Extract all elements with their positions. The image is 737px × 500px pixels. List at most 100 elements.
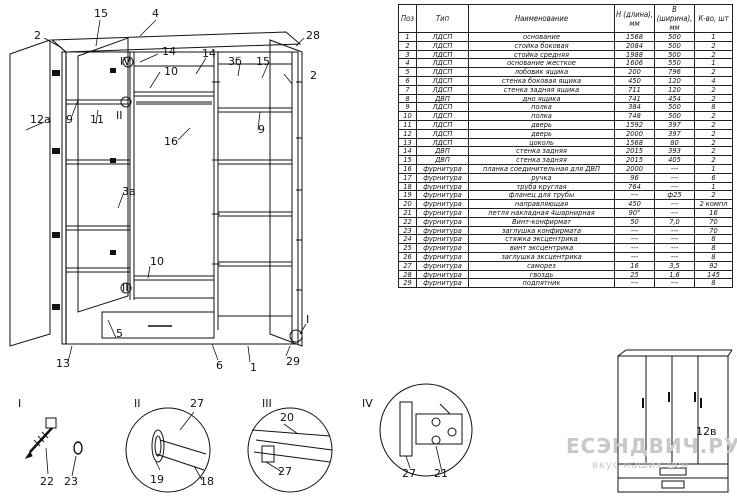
cell-qty: 1 (694, 181, 733, 192)
cell-length: 1988 (614, 49, 655, 60)
cell-qty: 2 компл (694, 199, 733, 209)
cell-name: ручка (468, 172, 615, 183)
callout-14-a: 14 (162, 45, 176, 58)
detail-III-part-27: 27 (278, 465, 292, 478)
cell-qty: 2 (694, 93, 733, 104)
cell-type: ЛДСП (416, 111, 469, 121)
cell-length: 2000 (614, 128, 655, 139)
cell-length: 50 (614, 216, 655, 227)
cell-width: 397 (654, 119, 695, 130)
cell-length: --- (614, 234, 655, 245)
cell-width: 120 (654, 75, 695, 86)
cell-qty: 8 (694, 243, 733, 253)
detail-I-part-22: 22 (40, 475, 54, 488)
cell-name: планка соединительная для ДВП (468, 163, 615, 174)
cell-name: направляющая (468, 199, 615, 209)
cell-type: ЛДСП (416, 102, 469, 113)
col-header-width: B (ширина), мм (654, 4, 695, 33)
cell-type: фурнитура (416, 260, 469, 271)
cell-qty: 4 (694, 75, 733, 86)
cell-pos: 3 (398, 49, 417, 60)
cell-name: цоколь (468, 137, 615, 148)
col-header-length: H (длина), мм (614, 4, 655, 33)
callout-ref-III: III (122, 281, 132, 294)
cell-pos: 2 (398, 40, 417, 51)
cell-length: 2000 (614, 163, 655, 174)
cell-width: 120 (654, 84, 695, 95)
cell-width: 500 (654, 102, 695, 113)
cell-name: заглушка эксцентрика (468, 251, 615, 262)
cell-length: 2015 (614, 146, 655, 157)
cell-length: 384 (614, 102, 655, 113)
cell-length: 450 (614, 75, 655, 86)
cell-pos: 24 (398, 234, 417, 245)
cell-name: основание (468, 32, 615, 42)
callout-ref-IV: IV (120, 55, 131, 68)
cell-width: --- (654, 225, 695, 236)
callout-15-b: 15 (256, 55, 270, 68)
cell-length: 711 (614, 84, 655, 95)
detail-II-title: II (134, 397, 141, 410)
cell-qty: 16 (694, 207, 733, 218)
cell-length: 25 (614, 269, 655, 280)
cell-name: гвоздь (468, 269, 615, 280)
cell-pos: 22 (398, 216, 417, 227)
cell-name: винт эксцентрика (468, 243, 615, 253)
cell-name: петля накладная 4шарнирная (468, 207, 615, 218)
detail-III-part-20: 20 (280, 411, 294, 424)
detail-II-rail-flange (125, 407, 211, 493)
cell-type: ЛДСП (416, 67, 469, 77)
cell-type: ДВП (416, 155, 469, 165)
cell-qty: 2 (694, 40, 733, 51)
detail-II-part-18: 18 (200, 475, 214, 488)
cell-qty: 2 (694, 128, 733, 139)
cell-type: ЛДСП (416, 58, 469, 69)
detail-I-confirmat (24, 417, 83, 459)
cell-width: --- (654, 181, 695, 192)
cell-width: --- (654, 199, 695, 209)
cell-qty: 8 (694, 102, 733, 113)
detail-III-drawer-slide (247, 407, 333, 493)
cell-qty: 1 (694, 163, 733, 174)
cell-qty: 2 (694, 190, 733, 201)
cell-pos: 7 (398, 84, 417, 95)
cell-qty: 145 (694, 269, 733, 280)
cell-width: --- (654, 243, 695, 253)
watermark-tagline: вкус наших цен (592, 460, 690, 471)
cell-type: фурнитура (416, 269, 469, 280)
callout-3a: 3а (122, 185, 136, 198)
detail-I-title: I (18, 397, 22, 410)
cell-name: стенка задняя (468, 146, 615, 157)
callout-5: 5 (116, 327, 123, 340)
callout-1: 1 (250, 361, 257, 374)
cell-type: ДВП (416, 93, 469, 104)
cell-width: ф25 (654, 190, 695, 201)
cell-pos: 23 (398, 225, 417, 236)
cell-length: 2015 (614, 155, 655, 165)
cell-length: 748 (614, 111, 655, 121)
callout-3b: 3б (228, 55, 242, 68)
cell-qty: 2 (694, 49, 733, 60)
cell-width: 80 (654, 137, 695, 148)
callout-2-left: 2 (34, 29, 41, 42)
col-header-name: Наименование (468, 4, 615, 33)
cell-width: 3,5 (654, 260, 695, 271)
cell-pos: 26 (398, 251, 417, 262)
cell-name: основание жесткое (468, 58, 615, 69)
callout-2-right: 2 (310, 69, 317, 82)
cell-type: ЛДСП (416, 32, 469, 42)
cell-type: ЛДСП (416, 49, 469, 60)
cell-qty: 8 (694, 234, 733, 245)
cell-pos: 11 (398, 119, 417, 130)
cell-pos: 6 (398, 75, 417, 86)
